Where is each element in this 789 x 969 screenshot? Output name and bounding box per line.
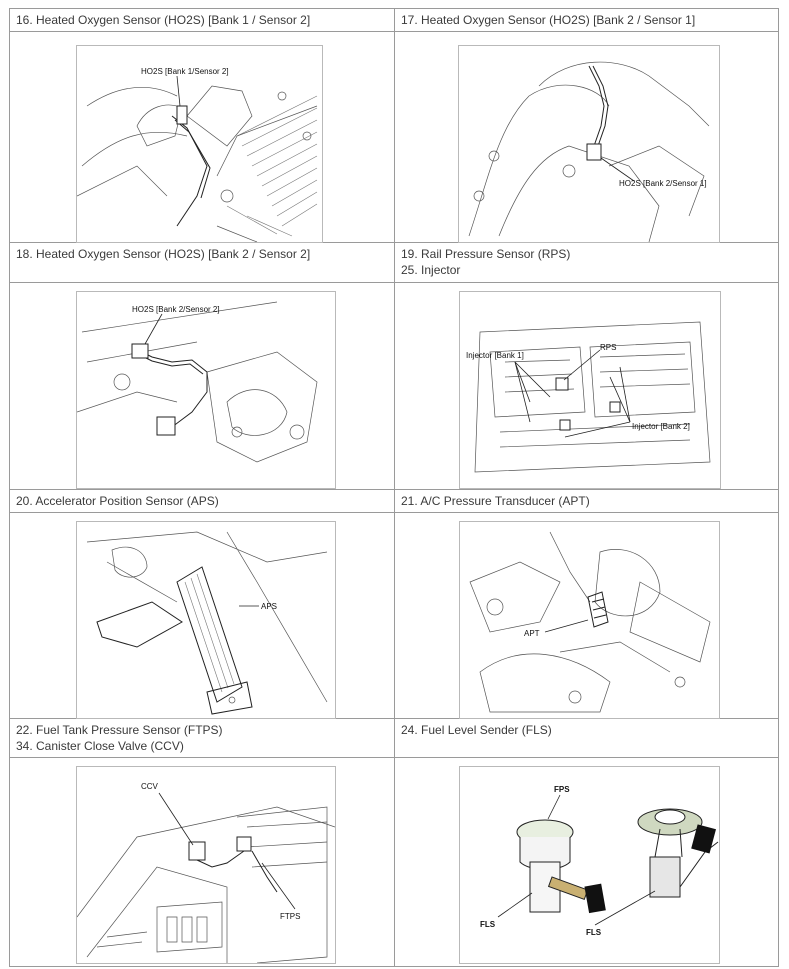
ho2s-bank2-sensor2-callout: HO2S [Bank 2/Sensor 2] <box>132 305 220 314</box>
cell-19-title-line1: 19. Rail Pressure Sensor (RPS) <box>401 247 571 261</box>
cell-19-image-cell: Injector [Bank 1] RPS Injector [Bank 2] <box>394 282 779 490</box>
injector-bank2-callout: Injector [Bank 2] <box>632 422 690 431</box>
fls-illustration: FPS FLS FLS <box>459 766 720 964</box>
cell-22-title-line1: 22. Fuel Tank Pressure Sensor (FTPS) <box>16 723 223 737</box>
ho2s-bank2-sensor2-illustration: HO2S [Bank 2/Sensor 2] <box>76 291 336 489</box>
cell-16-image-cell: HO2S [Bank 1/Sensor 2] <box>9 31 395 243</box>
fls-callout-right: FLS <box>586 928 602 937</box>
cell-22-header: 22. Fuel Tank Pressure Sensor (FTPS) 34.… <box>9 718 395 758</box>
ho2s-bank2-sensor1-callout: HO2S [Bank 2/Sensor 1] <box>619 179 707 188</box>
cell-17-image-cell: HO2S [Bank 2/Sensor 1] <box>394 31 779 243</box>
cell-16-title: 16. Heated Oxygen Sensor (HO2S) [Bank 1 … <box>16 13 311 27</box>
aps-callout: APS <box>261 602 277 611</box>
cell-18-header: 18. Heated Oxygen Sensor (HO2S) [Bank 2 … <box>9 242 395 283</box>
cell-19-title-line2: 25. Injector <box>401 263 461 277</box>
cell-18-image-cell: HO2S [Bank 2/Sensor 2] <box>9 282 395 490</box>
cell-21-title: 21. A/C Pressure Transducer (APT) <box>401 494 590 508</box>
cell-18-title: 18. Heated Oxygen Sensor (HO2S) [Bank 2 … <box>16 247 311 261</box>
ho2s-bank2-sensor1-illustration: HO2S [Bank 2/Sensor 1] <box>458 45 720 243</box>
cell-20-image-cell: APS <box>9 512 395 719</box>
ho2s-bank1-sensor2-illustration: HO2S [Bank 1/Sensor 2] <box>76 45 323 243</box>
rps-callout: RPS <box>600 343 616 352</box>
cell-21-image-cell: APT <box>394 512 779 719</box>
cell-17-title: 17. Heated Oxygen Sensor (HO2S) [Bank 2 … <box>401 13 696 27</box>
cell-19-header: 19. Rail Pressure Sensor (RPS) 25. Injec… <box>394 242 779 283</box>
fls-callout-left: FLS <box>480 920 496 929</box>
cell-16-header: 16. Heated Oxygen Sensor (HO2S) [Bank 1 … <box>9 8 395 32</box>
cell-24-title: 24. Fuel Level Sender (FLS) <box>401 723 552 737</box>
cell-17-header: 17. Heated Oxygen Sensor (HO2S) [Bank 2 … <box>394 8 779 32</box>
aps-illustration: APS <box>76 521 336 719</box>
cell-20-title: 20. Accelerator Position Sensor (APS) <box>16 494 219 508</box>
component-location-table: 16. Heated Oxygen Sensor (HO2S) [Bank 1 … <box>9 8 779 967</box>
ftps-ccv-illustration: CCV FTPS <box>76 766 336 964</box>
ho2s-bank1-sensor2-callout: HO2S [Bank 1/Sensor 2] <box>141 67 229 76</box>
cell-24-image-cell: FPS FLS FLS <box>394 757 779 967</box>
ftps-callout: FTPS <box>280 912 300 921</box>
cell-22-title-line2: 34. Canister Close Valve (CCV) <box>16 739 184 753</box>
cell-20-header: 20. Accelerator Position Sensor (APS) <box>9 489 395 513</box>
injector-bank1-callout: Injector [Bank 1] <box>466 351 524 360</box>
apt-illustration: APT <box>459 521 720 719</box>
ccv-callout: CCV <box>141 782 159 791</box>
rps-injector-illustration: Injector [Bank 1] RPS Injector [Bank 2] <box>459 291 721 489</box>
apt-callout: APT <box>524 629 540 638</box>
fps-callout: FPS <box>554 785 570 794</box>
cell-22-image-cell: CCV FTPS <box>9 757 395 967</box>
cell-24-header: 24. Fuel Level Sender (FLS) <box>394 718 779 758</box>
cell-21-header: 21. A/C Pressure Transducer (APT) <box>394 489 779 513</box>
